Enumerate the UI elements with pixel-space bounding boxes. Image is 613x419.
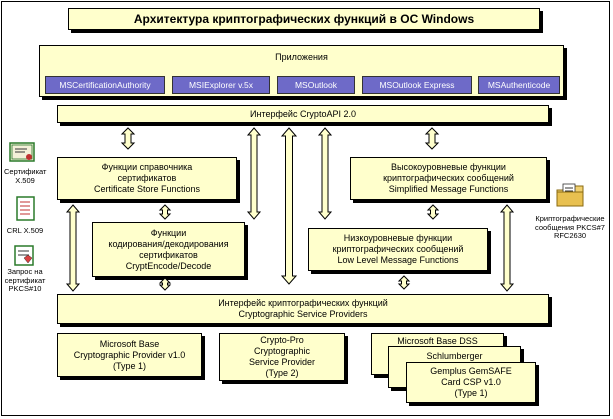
arrow-encode-csp <box>158 277 172 291</box>
cert-store-functions-box: Функции справочника сертификатов Certifi… <box>57 157 237 200</box>
diagram-title: Архитектура криптографических функций в … <box>68 8 540 30</box>
arrow-certstore-encode <box>158 204 172 220</box>
label-certificate-x509: Сертификат X.509 <box>4 167 47 185</box>
label-pkcs7-messages: Криптографические сообщения PKCS#7 RFC26… <box>535 214 605 240</box>
provider-crypto-pro: Crypto-Pro Cryptographic Service Provide… <box>219 333 345 381</box>
label-pkcs10-request: Запрос на сертификат PKCS#10 <box>4 267 46 293</box>
crypt-encode-decode-box: Функции кодирования/декодирования сертиф… <box>92 222 245 277</box>
applications-heading: Приложения <box>275 52 328 62</box>
provider-ms-base: Microsoft Base Cryptographic Provider v1… <box>57 333 202 377</box>
arrow-cryptoapi-certstore <box>120 127 136 150</box>
certificate-icon <box>9 142 35 162</box>
low-level-message-functions-box: Низкоуровневые функции криптографических… <box>308 228 488 271</box>
app-ms-authenticode: MSAuthenticode <box>478 76 560 94</box>
app-ms-outlook-express: MSOutlook Express <box>362 76 472 94</box>
cryptoapi-interface-box: Интерфейс CryptoAPI 2.0 <box>57 105 549 123</box>
app-ms-outlook: MSOutlook <box>277 76 355 94</box>
pkcs7-message-icon <box>556 183 584 207</box>
app-ms-iexplorer: MSIExplorer v.5x <box>172 76 270 94</box>
crl-icon <box>16 196 35 221</box>
arrow-center-right <box>317 127 333 220</box>
arrow-cryptoapi-simplified <box>424 127 440 150</box>
arrow-lowlevel-csp <box>397 275 411 290</box>
provider-gemplus: Gemplus GemSAFE Card CSP v1.0 (Type 1) <box>406 362 536 403</box>
arrow-center-main <box>280 127 298 285</box>
certificate-request-icon <box>14 245 34 266</box>
label-crl-x509: CRL X.509 <box>6 226 44 235</box>
arrow-left-long <box>65 204 81 292</box>
arrow-center-left <box>246 127 262 220</box>
arrow-right-long <box>499 204 515 292</box>
arrow-simplified-lowlevel <box>426 204 440 220</box>
csp-interface-box: Интерфейс криптографических функций Cryp… <box>57 294 549 324</box>
app-ms-certification-authority: MSCertificationAuthority <box>45 76 165 94</box>
simplified-message-functions-box: Высокоуровневые функции криптографически… <box>350 157 547 200</box>
